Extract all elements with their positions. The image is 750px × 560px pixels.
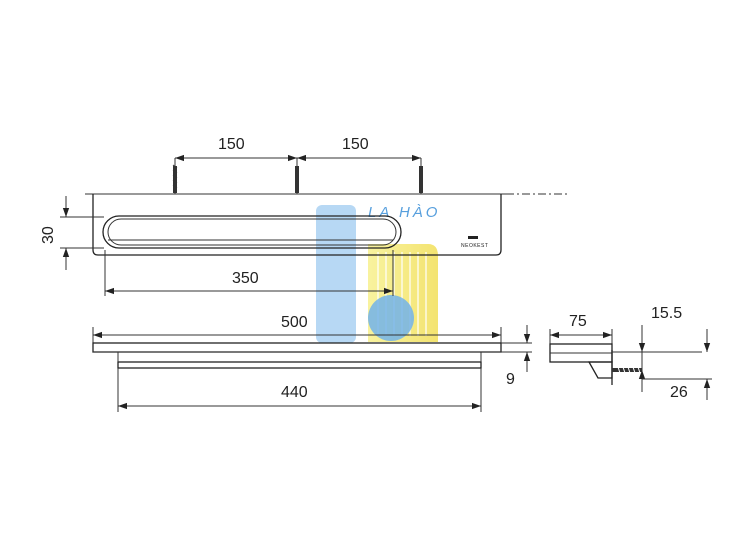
side-screw-thread	[617, 366, 641, 374]
dim-label-side-height: 26	[670, 384, 688, 401]
dim-label-screw-spacing-1: 150	[218, 136, 245, 153]
brand-badge	[468, 236, 478, 239]
shelf-front-top	[92, 342, 502, 353]
side-bracket	[587, 361, 613, 379]
shelf-top-view	[92, 194, 502, 256]
dim-label-side-depth: 75	[569, 313, 587, 330]
dim-label-thickness: 9	[506, 371, 515, 388]
screw-left	[172, 158, 178, 194]
shelf-slot-inner	[107, 218, 397, 246]
dim-label-total-length: 500	[281, 314, 308, 331]
dim-label-screw-spacing-2: 150	[342, 136, 369, 153]
brand-label: NEOKEST	[461, 243, 488, 249]
shelf-front-bottom	[117, 361, 482, 369]
watermark-text: LA HÀO	[368, 204, 440, 221]
dim-label-bottom-length: 440	[281, 384, 308, 401]
dim-label-slot-length: 350	[232, 270, 259, 287]
dim-label-screw-offset: 15.5	[651, 305, 682, 322]
watermark-logo: LA HÀO	[316, 204, 440, 343]
dim-label-shelf-height: 30	[40, 226, 57, 244]
shelf-slot	[102, 215, 402, 249]
